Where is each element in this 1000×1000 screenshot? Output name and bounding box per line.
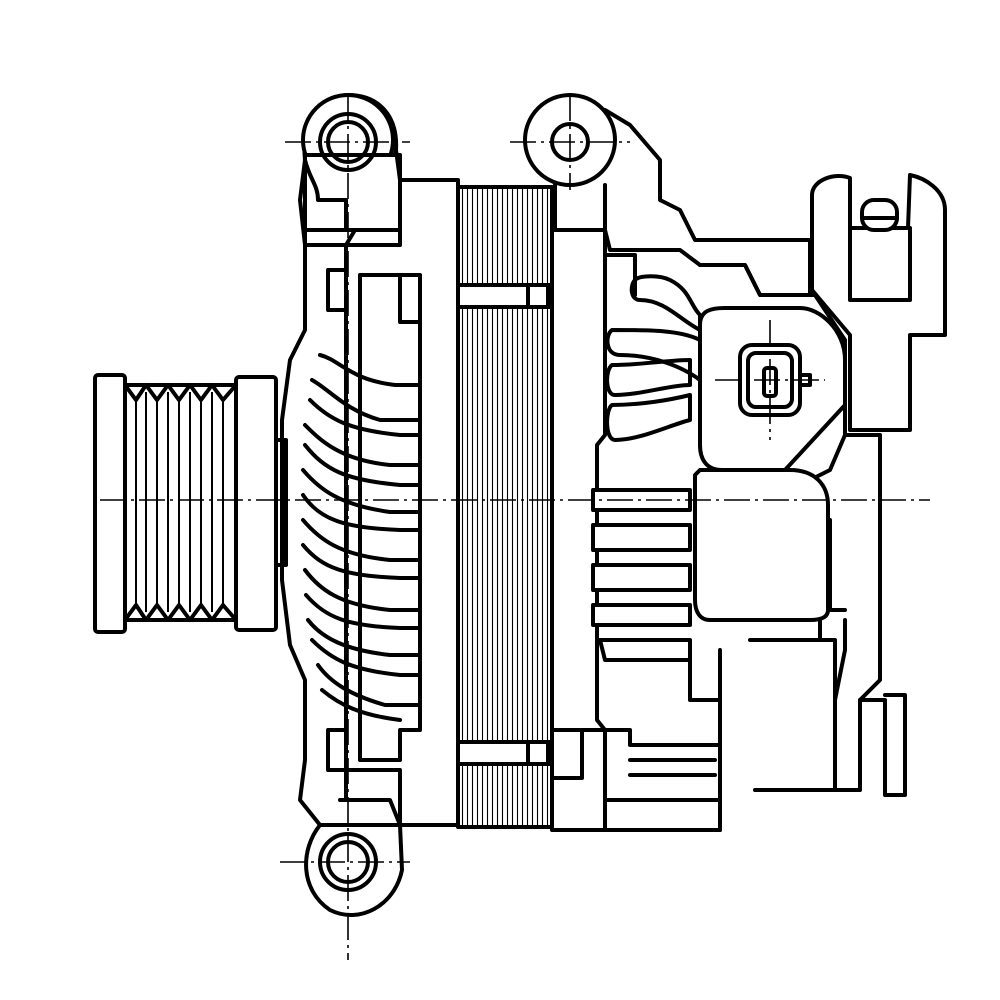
rear-cover xyxy=(698,263,907,797)
regulator-housing xyxy=(693,468,830,622)
mounting-ear-bottom xyxy=(304,798,404,917)
rear-cooling-fins xyxy=(591,274,702,662)
front-cooling-fins xyxy=(301,353,422,722)
mounting-ear-top-left xyxy=(301,93,402,247)
front-housing xyxy=(280,158,460,827)
mounting-ear-top-right xyxy=(523,93,812,297)
pulley xyxy=(93,373,288,634)
center-lines xyxy=(100,95,930,960)
pulley-grooves xyxy=(123,383,238,622)
plug-connector xyxy=(698,306,847,472)
stator xyxy=(456,185,554,829)
b-plus-terminal xyxy=(810,173,947,432)
rear-housing xyxy=(550,228,722,832)
